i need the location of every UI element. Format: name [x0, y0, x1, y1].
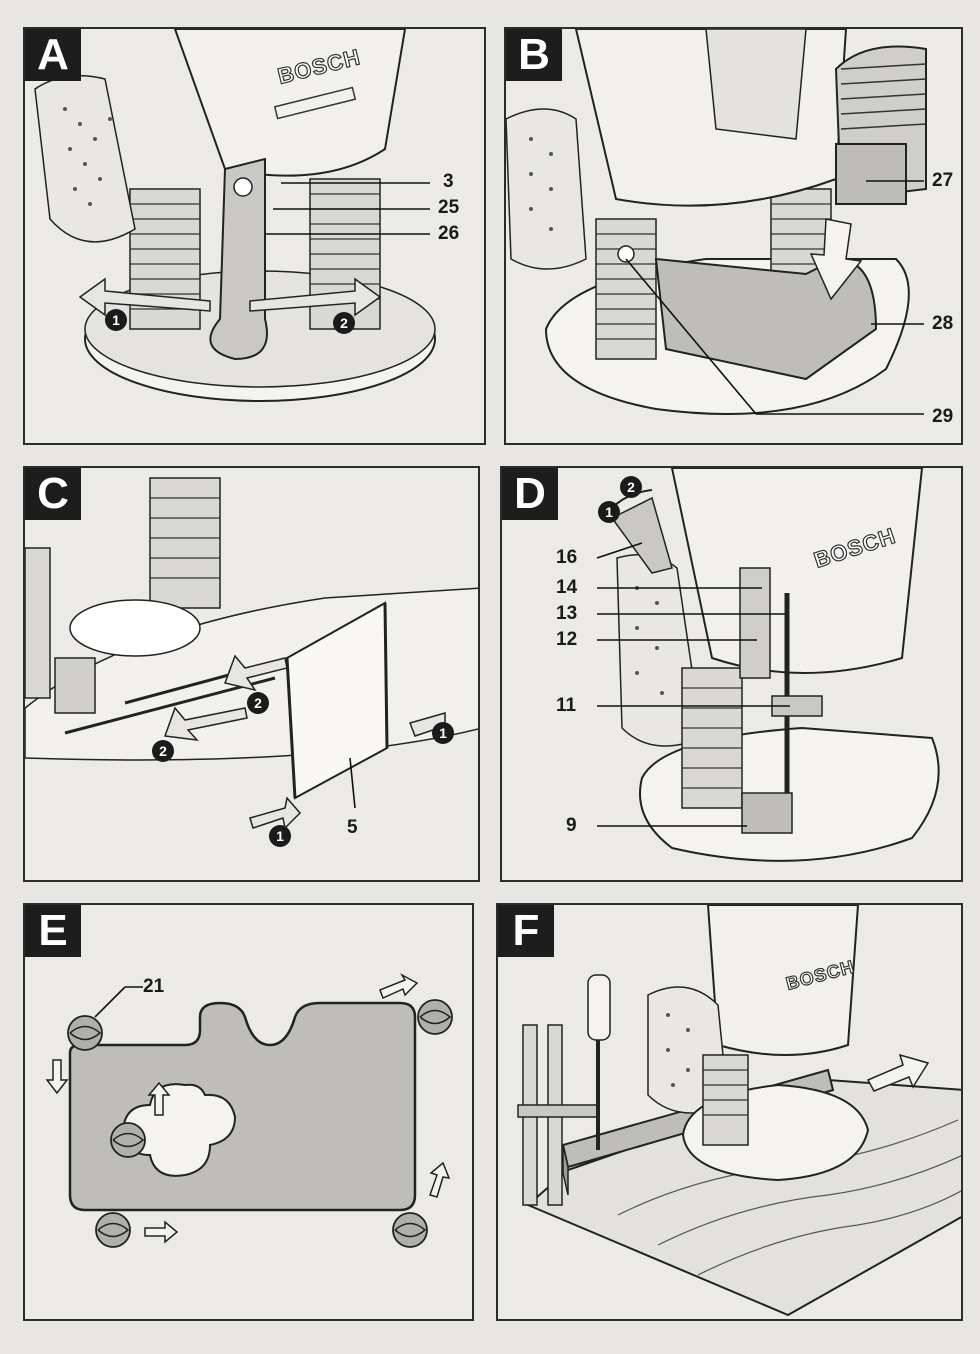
- callout-16: 16: [556, 547, 578, 568]
- callout-28: 28: [932, 313, 954, 334]
- panel-f-tag: F: [498, 905, 554, 957]
- panel-a: A BOSCH: [23, 27, 486, 445]
- step-badge-d2: 2: [620, 476, 642, 498]
- panel-b: B: [504, 27, 963, 445]
- callout-27: 27: [932, 170, 954, 191]
- callout-12: 12: [556, 629, 578, 650]
- step-badge-c1a: 1: [432, 722, 454, 744]
- step-badge-c1b: 1: [269, 825, 291, 847]
- step-badge-c2b: 2: [152, 740, 174, 762]
- step-badge-d1: 1: [598, 501, 620, 523]
- callout-14: 14: [556, 577, 578, 598]
- panel-f: F BOSCH: [496, 903, 963, 1321]
- panel-a-illustration: BOSCH: [34, 29, 436, 402]
- panel-d: D BOSCH: [500, 466, 963, 882]
- step-badge-1: 1: [105, 309, 127, 331]
- panel-f-illustration: BOSCH: [517, 905, 961, 1317]
- panel-c-illustration: [25, 477, 478, 830]
- step-badge-c2a: 2: [247, 692, 269, 714]
- panel-b-illustration: [506, 29, 927, 415]
- callout-26: 26: [438, 223, 460, 244]
- callout-9: 9: [566, 815, 577, 836]
- callout-5: 5: [347, 817, 358, 838]
- panel-c: C 5 1 1 2 2: [23, 466, 480, 882]
- callout-25: 25: [438, 197, 460, 218]
- callout-11: 11: [556, 695, 577, 716]
- panel-e-tag: E: [25, 905, 81, 957]
- panel-d-illustration: BOSCH: [596, 468, 940, 862]
- panel-e-illustration: [45, 973, 453, 1248]
- panel-e: E 21: [23, 903, 474, 1321]
- panel-a-tag: A: [25, 29, 81, 81]
- callout-29: 29: [932, 406, 954, 427]
- panel-d-tag: D: [502, 468, 558, 520]
- panel-c-tag: C: [25, 468, 81, 520]
- callout-3: 3: [443, 171, 454, 192]
- callout-21: 21: [143, 976, 165, 997]
- callout-13: 13: [556, 603, 578, 624]
- step-badge-2: 2: [333, 312, 355, 334]
- panel-b-tag: B: [506, 29, 562, 81]
